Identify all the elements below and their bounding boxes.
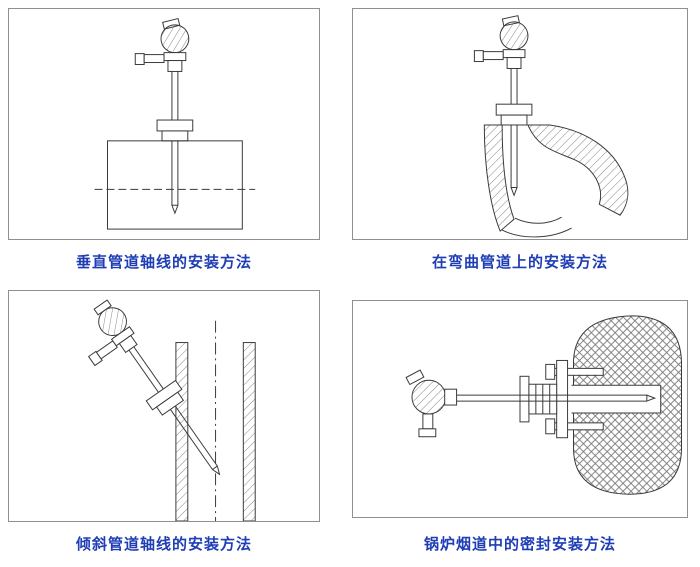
pipe	[94, 140, 256, 230]
nut-top	[545, 363, 556, 380]
probe-tip	[646, 394, 657, 402]
panel-boiler-flue	[352, 300, 688, 518]
flange-plate	[556, 359, 569, 439]
nut-bottom	[545, 418, 556, 435]
caption-vertical-pipe: 垂直管道轴线的安装方法	[75, 253, 252, 271]
thermocouple-head	[160, 17, 190, 54]
probe-stem	[510, 124, 518, 197]
cable-entry	[422, 413, 434, 430]
thermocouple-head	[405, 369, 458, 438]
vertical-pipe	[175, 320, 256, 521]
cable-entry	[473, 50, 484, 63]
cable-entry	[134, 53, 145, 66]
thermocouple	[473, 15, 533, 126]
probe-tip	[211, 465, 221, 476]
panel-inclined-pipe	[8, 290, 320, 522]
flange-assembly	[519, 359, 604, 439]
probe-stem	[171, 140, 179, 215]
thermocouple	[87, 299, 221, 476]
panel-curved-pipe	[352, 8, 688, 240]
caption-curved-pipe: 在弯曲管道上的安装方法	[431, 253, 608, 271]
caption-boiler-flue: 锅炉烟道中的密封安装方法	[423, 535, 616, 553]
mounting-boss	[156, 119, 194, 132]
thermocouple-head	[499, 15, 529, 51]
stud-top	[547, 367, 604, 376]
bell-mouth	[501, 227, 572, 238]
flue-wall	[571, 315, 682, 495]
elbow-pipe	[483, 124, 629, 238]
thermocouple	[134, 17, 194, 142]
curved-pipe-installation-diagram	[473, 15, 629, 238]
caption-inclined-pipe: 倾斜管道轴线的安装方法	[75, 535, 252, 553]
mounting-boss	[495, 103, 533, 116]
stud-bottom	[547, 422, 604, 431]
panel-vertical-pipe	[8, 8, 320, 240]
wall-channel	[571, 385, 661, 413]
inclined-pipe-installation-diagram	[87, 299, 256, 521]
probe-stem	[455, 394, 657, 402]
boiler-flue-installation-diagram	[405, 315, 682, 495]
vertical-pipe-installation-diagram	[94, 17, 256, 230]
